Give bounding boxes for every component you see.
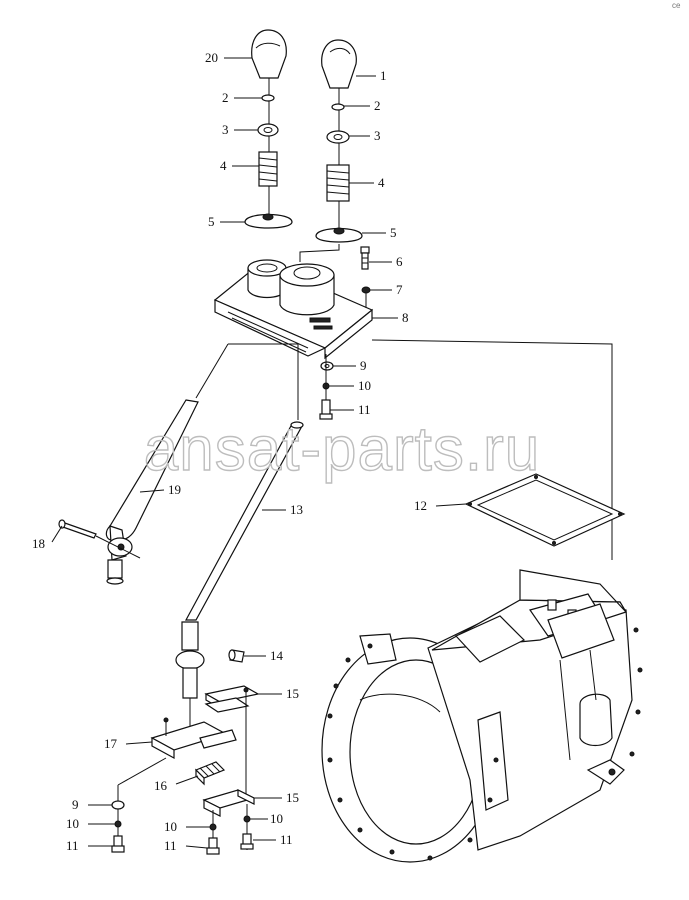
callout-5-right: 5 — [390, 225, 397, 240]
left-washer — [261, 94, 275, 102]
left-spring — [258, 151, 278, 187]
callout-14: 14 — [270, 648, 284, 663]
washer-10-bottom-mid — [209, 823, 217, 831]
gasket-12 — [464, 473, 626, 547]
right-nut — [326, 130, 350, 144]
callout-2-left: 2 — [222, 90, 229, 105]
callout-1: 1 — [380, 68, 387, 83]
right-washer — [331, 103, 345, 111]
washer-9-bottom — [111, 800, 125, 810]
callout-2-right: 2 — [374, 98, 381, 113]
callout-labels: 20 1 2 2 3 3 4 4 5 5 6 7 8 9 10 11 12 13… — [32, 50, 427, 853]
bolt-11-bottom-left — [111, 835, 125, 853]
corner-mark: ce — [672, 1, 681, 10]
pin-18 — [58, 519, 141, 559]
callout-7: 7 — [396, 282, 403, 297]
callout-11-top: 11 — [358, 402, 371, 417]
bolt-6 — [360, 246, 370, 270]
callout-9-bottom: 9 — [72, 797, 79, 812]
callout-16: 16 — [154, 778, 168, 793]
pin-14 — [228, 649, 245, 663]
watermark-text: ansat-parts.ru — [144, 415, 541, 484]
right-shift-stack — [299, 39, 363, 262]
block-16 — [194, 761, 226, 786]
callout-8: 8 — [402, 310, 409, 325]
callout-3-left: 3 — [222, 122, 229, 137]
callout-10-bottom-left: 10 — [66, 816, 79, 831]
callout-10-top: 10 — [358, 378, 371, 393]
right-spring — [326, 164, 350, 202]
right-knob — [321, 39, 357, 89]
gearshift-cover — [213, 259, 374, 360]
callout-10-bottom-mid: 10 — [164, 819, 177, 834]
washer-7 — [361, 286, 371, 294]
plate-17 — [150, 717, 237, 760]
callout-10-bottom-right: 10 — [270, 811, 283, 826]
callout-9-top: 9 — [360, 358, 367, 373]
callout-5-left: 5 — [208, 214, 215, 229]
callout-11-bottom-left: 11 — [66, 838, 79, 853]
shift-rod-13 — [175, 421, 304, 730]
washer-10-bottom-right — [243, 815, 251, 823]
right-boot-plate — [315, 227, 363, 243]
left-boot-plate — [244, 213, 293, 229]
callout-13: 13 — [290, 502, 303, 517]
left-knob — [251, 29, 287, 79]
callout-15-lower: 15 — [286, 790, 299, 805]
callout-18: 18 — [32, 536, 45, 551]
callout-6: 6 — [396, 254, 403, 269]
left-shift-stack — [244, 29, 293, 229]
bolt-11-bottom-right — [240, 833, 254, 850]
callout-3-right: 3 — [374, 128, 381, 143]
callout-15-upper: 15 — [286, 686, 299, 701]
left-nut — [257, 123, 279, 137]
callout-4-left: 4 — [220, 158, 227, 173]
callout-19: 19 — [168, 482, 181, 497]
callout-12: 12 — [414, 498, 427, 513]
callout-11-bottom-mid: 11 — [164, 838, 177, 853]
callout-17: 17 — [104, 736, 118, 751]
washer-9-top — [320, 361, 334, 371]
bolt-11-bottom-mid — [206, 837, 220, 855]
callout-20: 20 — [205, 50, 218, 65]
transmission-housing — [321, 569, 643, 863]
leader-lines — [51, 57, 467, 849]
washer-10-bottom-left — [114, 820, 122, 828]
callout-11-bottom-right: 11 — [280, 832, 293, 847]
callout-4-right: 4 — [378, 175, 385, 190]
